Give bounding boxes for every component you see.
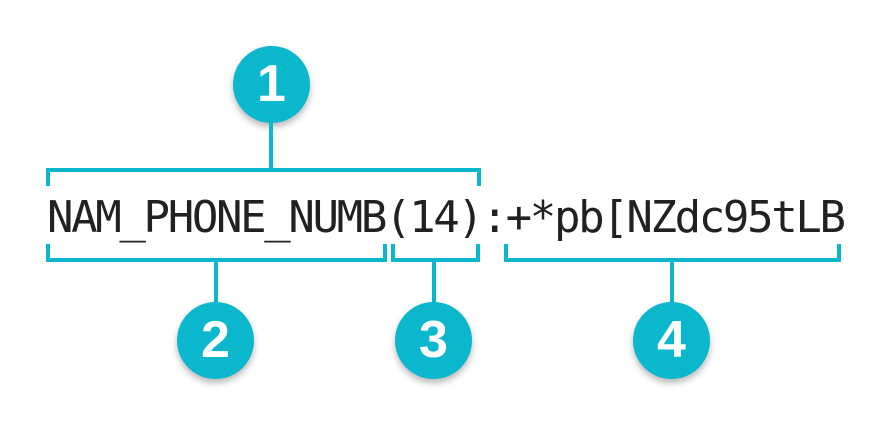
bracket-name-and-length bbox=[46, 168, 481, 186]
callout-4-badge: 4 bbox=[633, 302, 710, 379]
callout-4-number: 4 bbox=[657, 310, 686, 369]
callout-1-connector-line bbox=[269, 121, 273, 168]
token-separator: : bbox=[481, 192, 509, 243]
callout-2-connector-line bbox=[214, 262, 218, 304]
callout-4-connector-line bbox=[670, 262, 674, 304]
callout-3-number: 3 bbox=[419, 310, 448, 369]
callout-2-number: 2 bbox=[201, 310, 230, 369]
callout-3-badge: 3 bbox=[395, 302, 472, 379]
token-length: (14) bbox=[384, 192, 484, 243]
callout-1-number: 1 bbox=[257, 54, 286, 113]
callout-3-connector-line bbox=[432, 262, 436, 304]
token-field-name: NAM_PHONE_NUMB bbox=[47, 192, 387, 243]
token-value: +*pb[NZdc95tLB bbox=[505, 192, 846, 243]
bracket-length bbox=[391, 244, 480, 262]
token-string: NAM_PHONE_NUMB(14):+*pb[NZdc95tLB bbox=[47, 192, 846, 243]
bracket-field-name bbox=[46, 244, 387, 262]
bracket-token-value bbox=[504, 244, 841, 262]
callout-2-badge: 2 bbox=[177, 302, 254, 379]
callout-1-badge: 1 bbox=[233, 46, 310, 123]
